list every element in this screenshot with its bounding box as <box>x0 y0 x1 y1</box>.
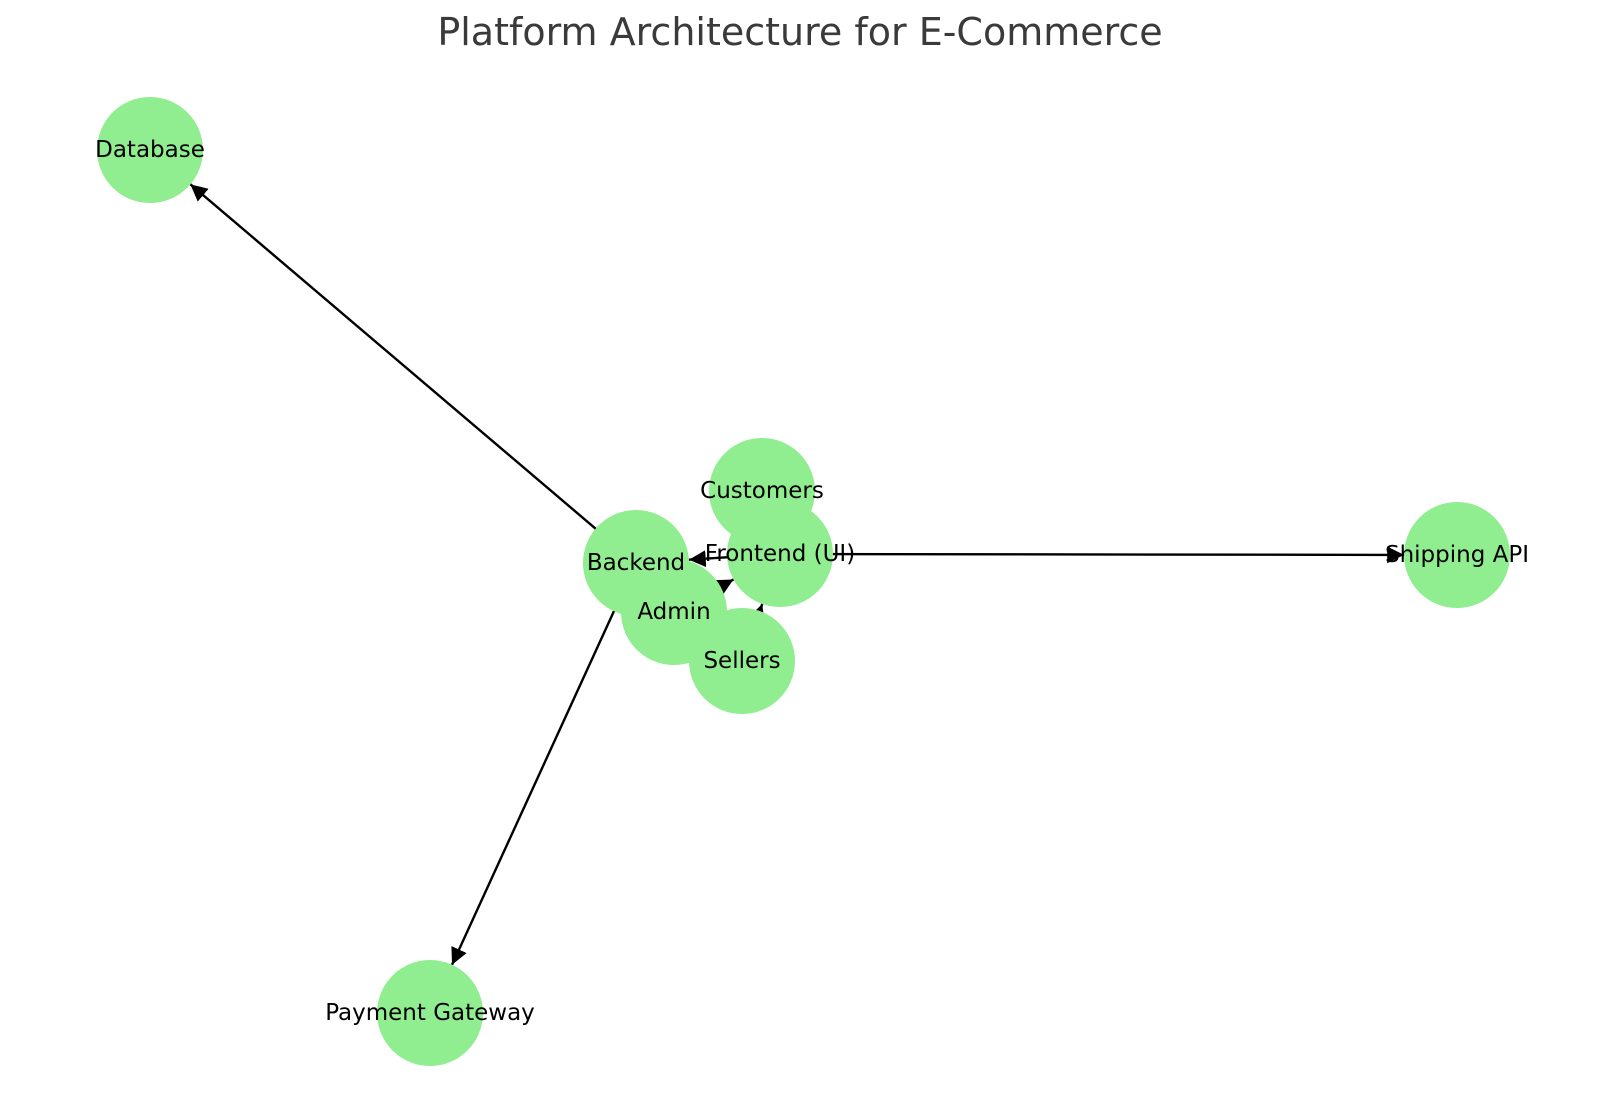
edges-layer <box>189 183 1405 966</box>
node-label-backend: Backend <box>587 550 685 576</box>
node-label-customers: Customers <box>700 478 824 504</box>
edge-frontend-to-shipping_api <box>811 546 1405 564</box>
diagram-title: Platform Architecture for E-Commerce <box>437 10 1162 54</box>
node-label-frontend: Frontend (UI) <box>705 541 855 567</box>
node-label-shipping-api: Shipping API <box>1385 542 1529 568</box>
node-label-database: Database <box>95 137 205 163</box>
node-label-admin: Admin <box>637 599 710 625</box>
node-frontend <box>727 501 833 607</box>
node-payment-gateway <box>377 960 483 1066</box>
node-database <box>97 97 203 203</box>
edge-backend-to-database <box>189 183 613 544</box>
node-shipping-api <box>1404 502 1510 608</box>
node-label-payment-gateway: Payment Gateway <box>325 1000 535 1026</box>
node-sellers <box>689 608 795 714</box>
edge-backend-to-payment_gateway <box>450 591 624 966</box>
node-label-sellers: Sellers <box>703 648 780 674</box>
